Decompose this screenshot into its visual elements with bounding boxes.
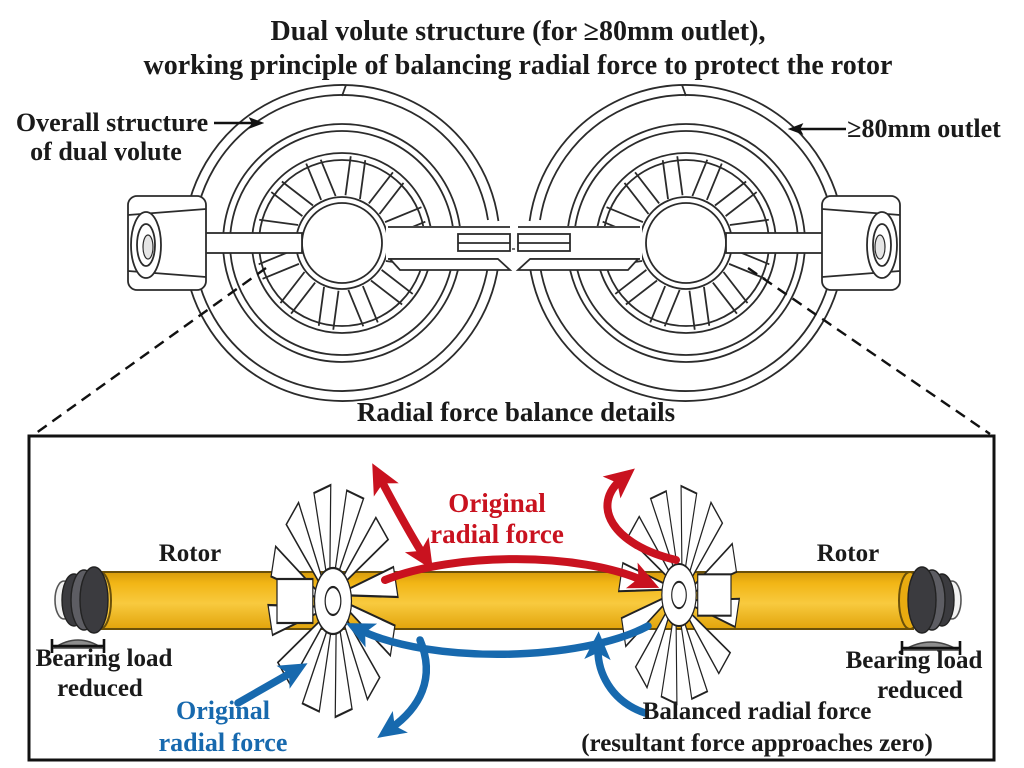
detail-heading: Radial force balance details — [357, 397, 675, 427]
page-title-line2: working principle of balancing radial fo… — [144, 50, 893, 81]
overall-structure-label-line1: Overall structure — [16, 108, 208, 137]
leader-line-right — [747, 267, 991, 435]
blue-force-label-line1: Original — [176, 696, 270, 725]
red-arc-arrow-icon — [381, 555, 660, 589]
bearing-load-label-right-line2: reduced — [877, 677, 963, 704]
outlet-label: ≥80mm outlet — [847, 114, 1001, 143]
top-volute-right — [515, 84, 901, 402]
blue-arc-arrow-icon — [345, 622, 652, 658]
red-double-arrow-icon — [372, 463, 433, 571]
rotor-label-right: Rotor — [817, 540, 879, 567]
balanced-force-label-line1: Balanced radial force — [643, 698, 872, 725]
bearing-load-label-right-line1: Bearing load — [846, 647, 983, 674]
red-force-label-line2: radial force — [430, 519, 564, 549]
blue-down-left-arrow-icon — [377, 636, 431, 738]
overall-structure-label-line2: of dual volute — [30, 137, 182, 166]
leader-line-left — [31, 267, 267, 437]
page-title-line1: Dual volute structure (for ≥80mm outlet)… — [271, 16, 766, 47]
blue-force-label-line2: radial force — [159, 728, 288, 757]
bearing-load-label-left-line1: Bearing load — [36, 645, 173, 672]
blue-label-arrow-icon — [234, 663, 308, 707]
rotor-shaft — [88, 571, 922, 630]
bearing-load-label-left-line2: reduced — [57, 675, 143, 702]
blue-up-arrow-icon — [584, 631, 649, 717]
red-force-label-line1: Original — [448, 488, 546, 518]
balanced-force-label-line2: (resultant force approaches zero) — [581, 730, 933, 757]
bearing-load-marker-left — [50, 639, 106, 653]
bearing-load-marker-right — [900, 641, 962, 655]
rotor-label-left: Rotor — [159, 540, 221, 567]
red-up-right-arrow-icon — [602, 468, 680, 564]
